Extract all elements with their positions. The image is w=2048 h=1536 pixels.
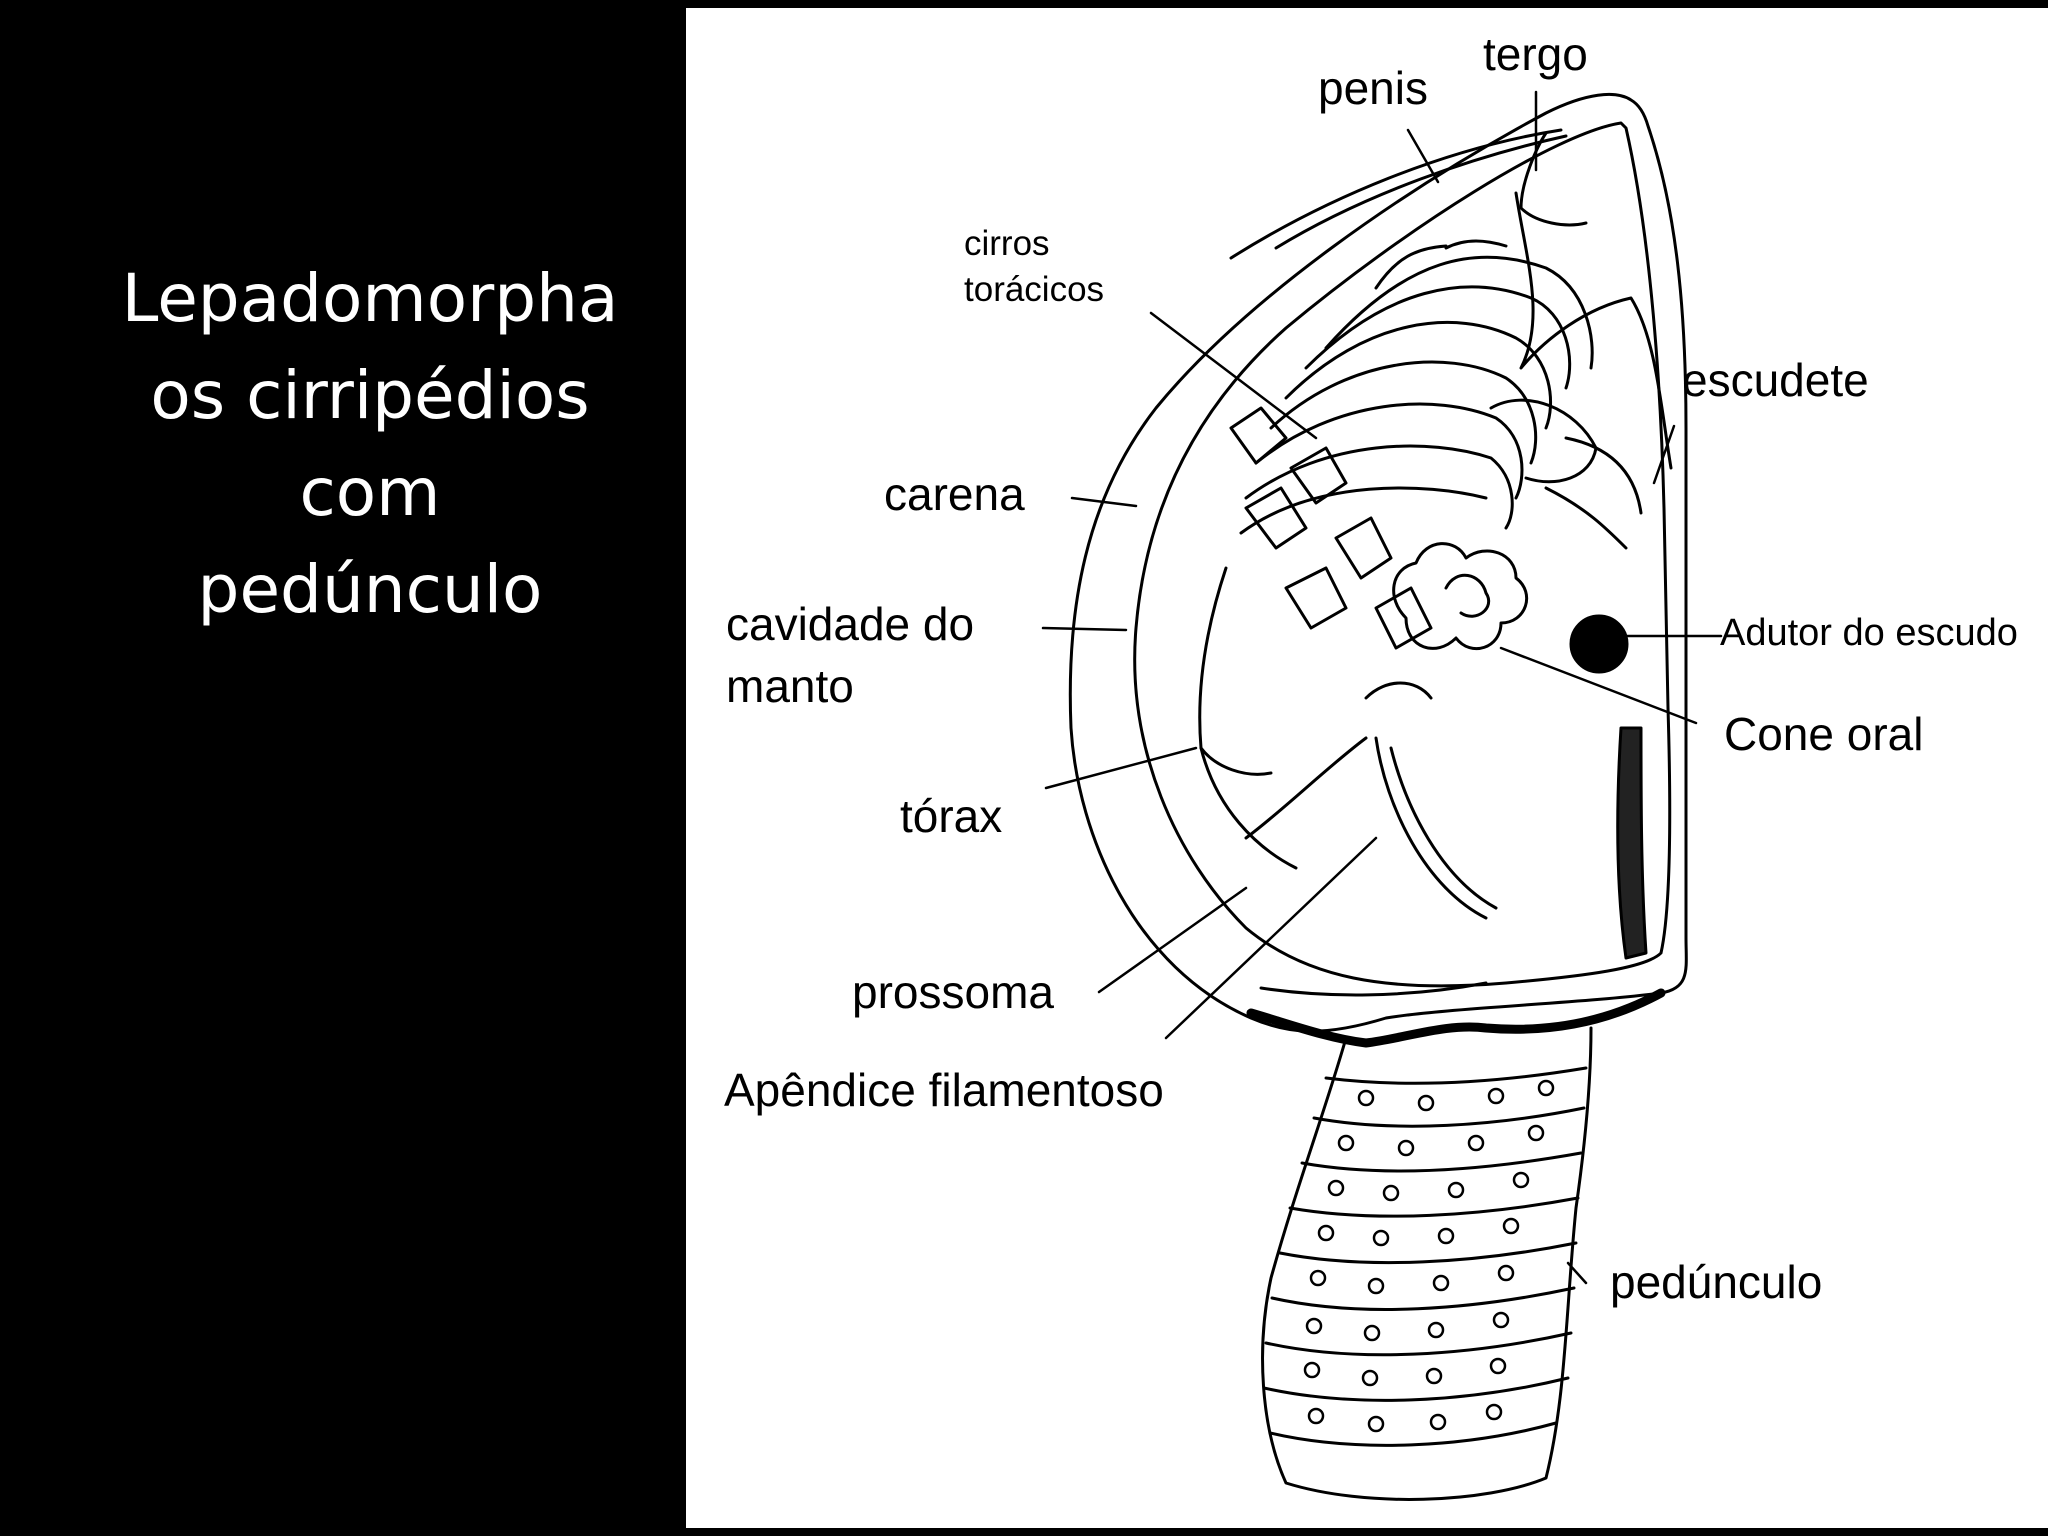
title-line-2: os cirripédios (150, 357, 590, 434)
label-escudete: escudete (1682, 354, 1869, 406)
thoracic-segments (1229, 406, 1288, 465)
leader-lines (1041, 90, 1723, 1285)
mantle-cavity-outline (1133, 121, 1672, 988)
label-apendice: Apêndice filamentoso (724, 1064, 1164, 1116)
slide-title: Lepadomorpha os cirripédios com pedúncul… (0, 250, 740, 638)
mouth-parts (1392, 542, 1529, 651)
tergum-ridge (1229, 128, 1563, 260)
cirri-bundle (1324, 255, 1594, 370)
label-cirros-line1: cirros (964, 224, 1050, 263)
label-tergo: tergo (1483, 28, 1588, 80)
label-cavidade-line1: cavidade do (726, 598, 975, 650)
adductor-muscle (1569, 614, 1629, 674)
title-line-3: com (299, 454, 441, 531)
base-collar (1246, 988, 1666, 1048)
title-line-1: Lepadomorpha (121, 260, 619, 337)
capitulum-outline (1068, 92, 1688, 1033)
label-cavidade-line2: manto (726, 660, 854, 712)
title-line-4: pedúnculo (197, 551, 543, 628)
label-cone-oral: Cone oral (1724, 708, 1924, 760)
label-peduncle: pedúnculo (1610, 1256, 1823, 1308)
peduncle-outline (1261, 1026, 1593, 1501)
filamentary-appendage (1374, 736, 1488, 920)
barnacle-illustration (1041, 90, 1723, 1501)
label-prossoma: prossoma (852, 966, 1054, 1018)
label-carena: carena (884, 468, 1025, 520)
label-penis: penis (1318, 62, 1428, 114)
label-cirros-line2: torácicos (964, 270, 1105, 309)
label-adutor: Adutor do escudo (1720, 612, 2018, 654)
label-torax: tórax (900, 790, 1003, 842)
diagram-panel: tergo penis cirros torácicos escudete ca… (686, 8, 2048, 1528)
